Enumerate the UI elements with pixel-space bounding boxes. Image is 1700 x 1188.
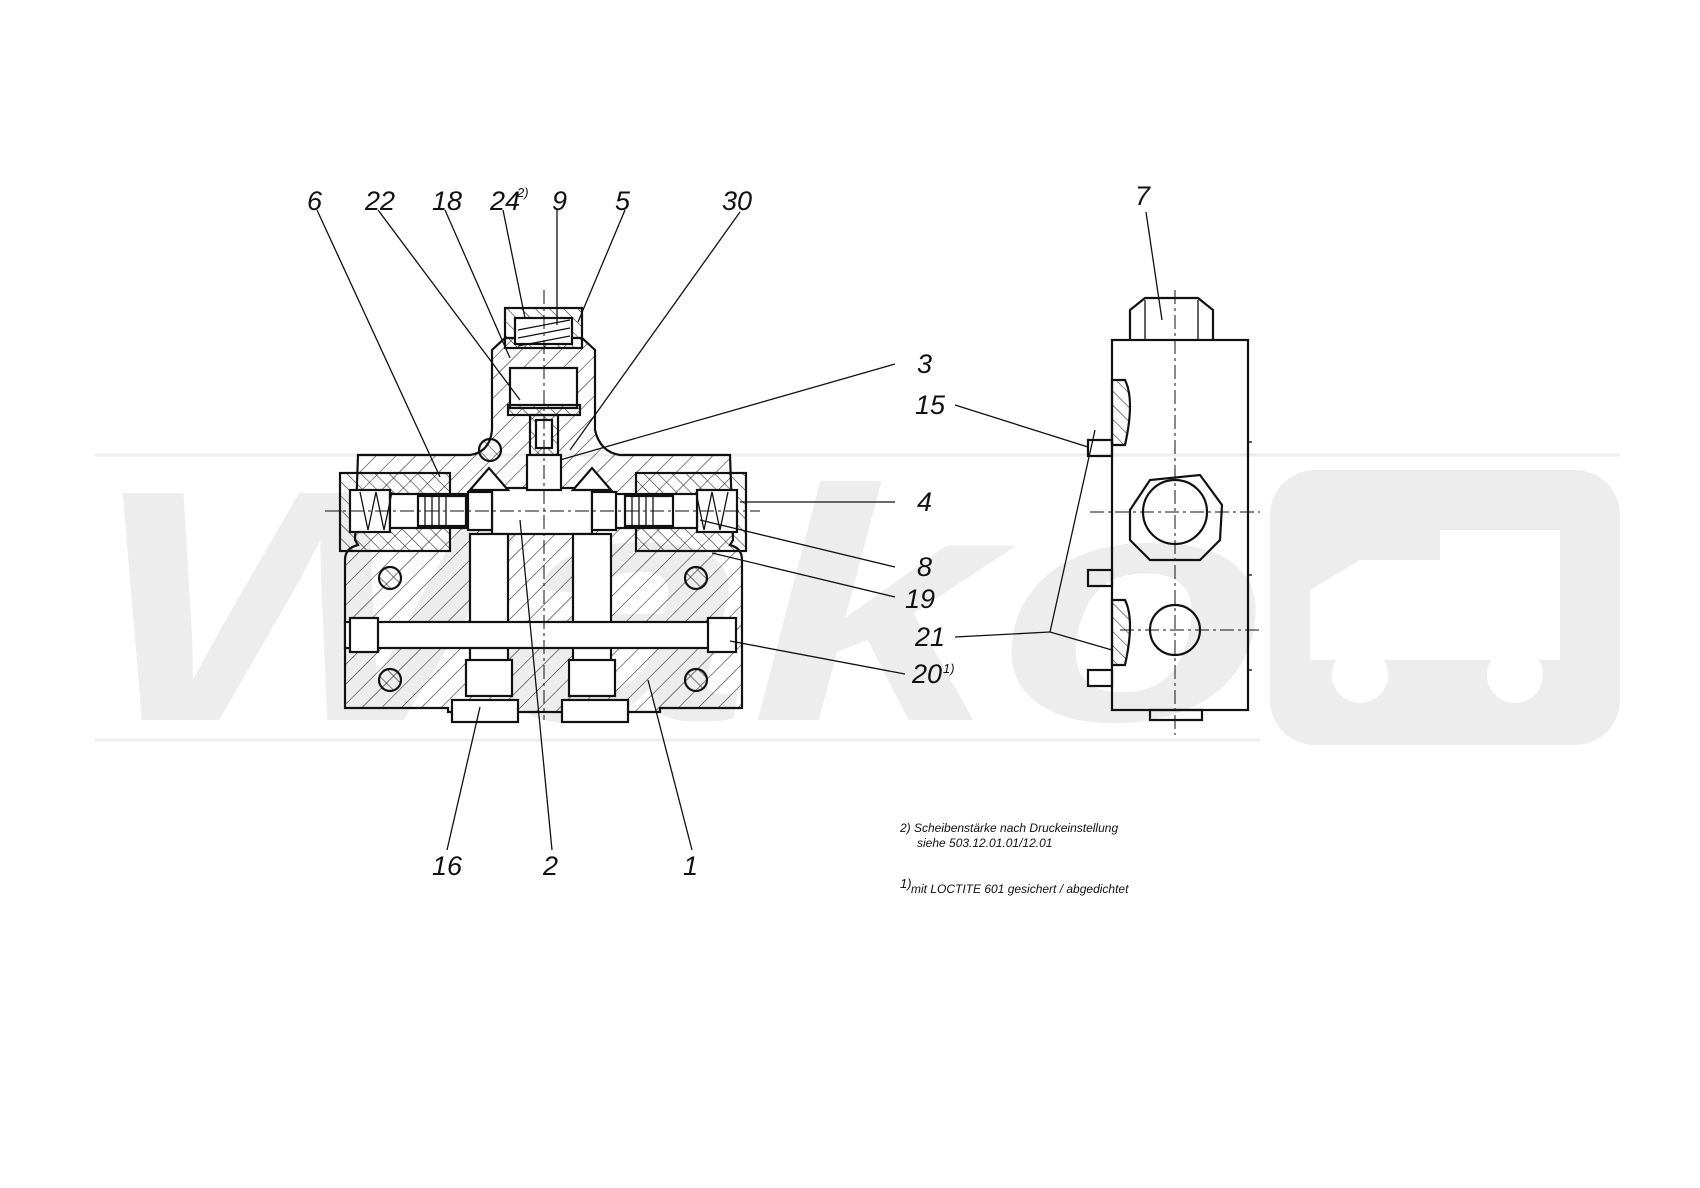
part-label-20: 20 (911, 659, 942, 689)
part-label-4: 4 (917, 487, 932, 517)
left-spring (359, 491, 393, 531)
leader-lines (316, 209, 906, 851)
part-label-22: 22 (364, 186, 395, 216)
side-labels: 7 15 21 (914, 181, 1151, 652)
part-label-21: 21 (914, 622, 945, 652)
note-1-superscript: 1) (900, 876, 912, 891)
part-label-24: 24 (489, 186, 520, 216)
side-hex-cap (1128, 296, 1215, 340)
part-label-16: 16 (432, 851, 463, 881)
side-bolt-upper (1086, 438, 1114, 458)
watermark: Wako (90, 421, 1620, 790)
watermark-truck-icon (1310, 530, 1560, 660)
part-label-18: 18 (432, 186, 462, 216)
part-label-1: 1 (683, 851, 698, 881)
part-label-15: 15 (915, 390, 946, 420)
note-2-line-1: 2) Scheibenstärke nach Druckeinstellung (899, 821, 1118, 835)
part-label-5: 5 (615, 186, 631, 216)
lower-channel (343, 620, 737, 650)
part-label-24-superscript: 2) (516, 185, 529, 200)
side-bolt-middle (1086, 568, 1114, 588)
part-label-20-superscript: 1) (943, 661, 955, 676)
side-leader-lines (954, 211, 1163, 651)
part-label-19: 19 (905, 584, 935, 614)
section-labels: 6 22 18 24 2) 9 5 30 3 4 8 19 20 1) 16 2… (307, 185, 955, 881)
side-bottom-stub (1148, 708, 1204, 722)
right-spring (695, 491, 729, 531)
side-insert-upper (1110, 378, 1132, 447)
note-1-text: mit LOCTITE 601 gesichert / abgedichtet (911, 882, 1129, 896)
side-bolt-lower (1086, 668, 1114, 688)
side-view: 7 15 21 (914, 181, 1260, 735)
bolt-holes (377, 437, 709, 693)
part-label-30: 30 (722, 186, 752, 216)
part-label-9: 9 (552, 186, 567, 216)
part-label-2: 2 (542, 851, 558, 881)
side-hex-plug (1128, 473, 1224, 562)
side-insert-lower (1110, 598, 1132, 667)
part-label-7: 7 (1135, 181, 1151, 211)
section-view: 6 22 18 24 2) 9 5 30 3 4 8 19 20 1) 16 2… (307, 185, 955, 881)
bottom-plug-left (450, 698, 520, 724)
part-label-8: 8 (917, 552, 932, 582)
note-2-line-2: siehe 503.12.01.01/12.01 (917, 836, 1052, 850)
part-label-6: 6 (307, 186, 323, 216)
notes: 2) Scheibenstärke nach Druckeinstellung … (899, 821, 1129, 896)
bottom-plug-right (560, 698, 630, 724)
part-label-3: 3 (917, 349, 932, 379)
